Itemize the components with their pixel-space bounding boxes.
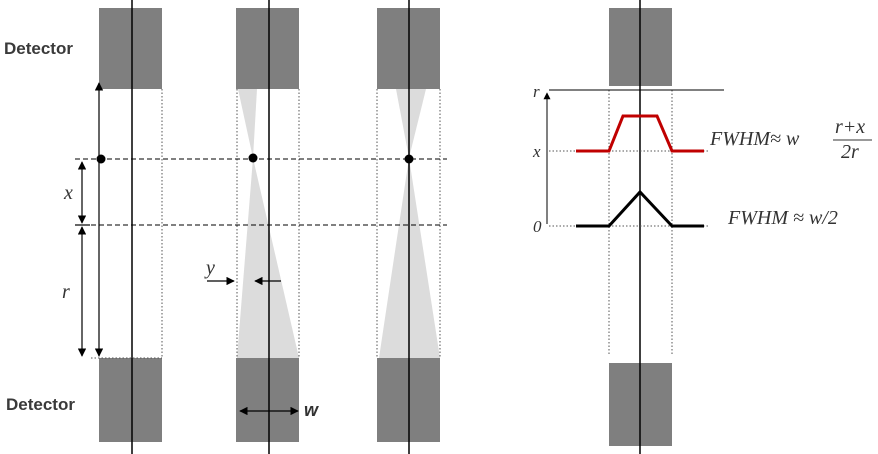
beam-lower-2 <box>237 158 299 358</box>
beam-upper-2 <box>238 89 257 158</box>
profile-top-red <box>576 114 704 153</box>
source-point-3 <box>404 154 414 164</box>
dashed-reference-lines <box>75 158 447 226</box>
fwhm-top-prefix: FWHM≈ w <box>709 128 800 150</box>
r-label: r <box>62 281 70 303</box>
detector-block-bottom-2 <box>236 358 299 442</box>
axis-zero-label: 0 <box>533 217 542 236</box>
profile-axes <box>543 89 724 227</box>
axis-r-label: r <box>533 82 540 101</box>
axis-x-label: x <box>532 142 541 161</box>
fwhm-bottom-label: FWHM ≈ w/2 <box>727 207 838 229</box>
dimension-arrows <box>75 82 104 357</box>
fwhm-top-denominator: 2r <box>841 141 859 163</box>
detector-block-top-1 <box>99 8 162 89</box>
beam-upper-3 <box>396 89 426 158</box>
detector-bottom-label: Detector <box>6 395 75 414</box>
detector-block-bottom-1 <box>99 358 162 442</box>
detector-top-label: Detector <box>4 39 73 58</box>
beam-shapes <box>237 89 440 358</box>
fwhm-top-numerator: r+x <box>835 116 865 138</box>
source-point-1 <box>96 154 106 164</box>
w-label: w <box>304 400 319 420</box>
center-axes <box>131 0 641 454</box>
y-label: y <box>204 257 215 279</box>
profile-bottom-black <box>576 189 704 228</box>
aperture-outlines <box>91 89 673 359</box>
source-point-2 <box>248 153 258 163</box>
detector-block-top-2 <box>236 8 299 89</box>
x-label: x <box>63 182 73 204</box>
